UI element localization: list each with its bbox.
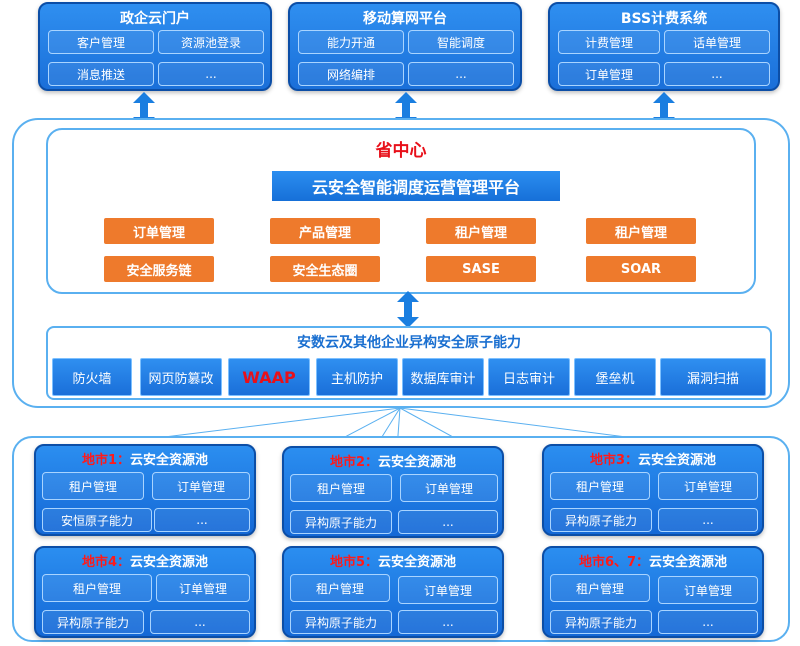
platform-banner: 云安全智能调度运营管理平台 (272, 171, 560, 201)
atomic-host-protection: 主机防护 (316, 358, 398, 396)
province-title: 省中心 (375, 141, 427, 161)
platform-item: 智能调度 (408, 30, 514, 54)
city-label: 地市6、7： (578, 555, 650, 570)
platform-item: ... (664, 62, 770, 86)
city-item: 异构原子能力 (42, 610, 144, 634)
city-label: 地市5： (329, 555, 379, 570)
city-label: 地市3： (589, 453, 639, 468)
city-item: ... (398, 510, 498, 534)
city-title: 云安全资源池 (378, 555, 457, 570)
city-pool-1: 地市1：云安全资源池 租户管理 订单管理 安恒原子能力 ... (34, 444, 256, 536)
city-pool-6-7: 地市6、7：云安全资源池 租户管理 订单管理 异构原子能力 ... (542, 546, 764, 638)
city-item: 订单管理 (398, 576, 498, 604)
city-item: 租户管理 (290, 574, 390, 602)
city-item: ... (154, 508, 250, 532)
city-item: 安恒原子能力 (42, 508, 152, 532)
atomic-log-audit: 日志审计 (488, 358, 570, 396)
city-item: ... (658, 508, 758, 532)
city-pool-4: 地市4：云安全资源池 租户管理 订单管理 异构原子能力 ... (34, 546, 256, 638)
city-label: 地市4： (81, 555, 131, 570)
platform-title: 移动算网平台 (363, 11, 447, 27)
city-title: 云安全资源池 (378, 455, 457, 470)
platform-bss-billing: BSS计费系统 计费管理 话单管理 订单管理 ... (548, 2, 780, 91)
city-item: ... (150, 610, 250, 634)
module-security-service-chain: 安全服务链 (104, 256, 214, 282)
atomic-waap: WAAP (228, 358, 310, 396)
city-pool-5: 地市5：云安全资源池 租户管理 订单管理 异构原子能力 ... (282, 546, 504, 638)
city-item: 订单管理 (658, 472, 758, 500)
platform-mobile-computing: 移动算网平台 能力开通 智能调度 网络编排 ... (288, 2, 522, 91)
city-item: 异构原子能力 (550, 610, 652, 634)
atomic-firewall: 防火墙 (52, 358, 132, 396)
atomic-web-tamper-protection: 网页防篡改 (140, 358, 222, 396)
city-item: 租户管理 (290, 474, 392, 502)
module-product-management: 产品管理 (270, 218, 380, 244)
module-order-management: 订单管理 (104, 218, 214, 244)
platform-item: ... (408, 62, 514, 86)
platform-item: 资源池登录 (158, 30, 264, 54)
platform-title: 政企云门户 (120, 11, 190, 27)
city-label: 地市2： (329, 455, 379, 470)
platform-item: ... (158, 62, 264, 86)
city-item: 租户管理 (550, 472, 650, 500)
city-item: 订单管理 (658, 576, 758, 604)
city-item: ... (658, 610, 758, 634)
platform-item: 网络编排 (298, 62, 404, 86)
platform-title: BSS计费系统 (620, 11, 708, 27)
city-item: 租户管理 (550, 574, 650, 602)
city-title: 云安全资源池 (649, 555, 728, 570)
bidirectional-arrow-icon (397, 291, 419, 328)
module-sase: SASE (426, 256, 536, 282)
atomic-vulnerability-scan: 漏洞扫描 (660, 358, 766, 396)
module-soar: SOAR (586, 256, 696, 282)
city-item: 异构原子能力 (290, 510, 392, 534)
module-tenant-management: 租户管理 (586, 218, 696, 244)
city-label: 地市1： (81, 453, 131, 468)
city-item: 异构原子能力 (290, 610, 392, 634)
city-item: 租户管理 (42, 574, 152, 602)
city-item: 订单管理 (400, 474, 498, 502)
platform-item: 计费管理 (558, 30, 660, 54)
atomic-title: 安数云及其他企业异构安全原子能力 (297, 335, 521, 351)
city-title: 云安全资源池 (130, 555, 209, 570)
city-title: 云安全资源池 (130, 453, 209, 468)
platform-item: 话单管理 (664, 30, 770, 54)
platform-item: 能力开通 (298, 30, 404, 54)
platform-gov-portal: 政企云门户 客户管理 资源池登录 消息推送 ... (38, 2, 272, 91)
city-item: 订单管理 (156, 574, 250, 602)
city-item: ... (398, 610, 498, 634)
module-tenant-management: 租户管理 (426, 218, 536, 244)
atomic-bastion-host: 堡垒机 (574, 358, 656, 396)
city-item: 订单管理 (152, 472, 250, 500)
city-item: 租户管理 (42, 472, 144, 500)
module-security-ecosystem: 安全生态圈 (270, 256, 380, 282)
atomic-database-audit: 数据库审计 (402, 358, 484, 396)
city-item: 异构原子能力 (550, 508, 652, 532)
city-pool-2: 地市2：云安全资源池 租户管理 订单管理 异构原子能力 ... (282, 446, 504, 538)
city-pool-3: 地市3：云安全资源池 租户管理 订单管理 异构原子能力 ... (542, 444, 764, 536)
platform-item: 订单管理 (558, 62, 660, 86)
platform-item: 客户管理 (48, 30, 154, 54)
city-title: 云安全资源池 (638, 453, 717, 468)
platform-item: 消息推送 (48, 62, 154, 86)
